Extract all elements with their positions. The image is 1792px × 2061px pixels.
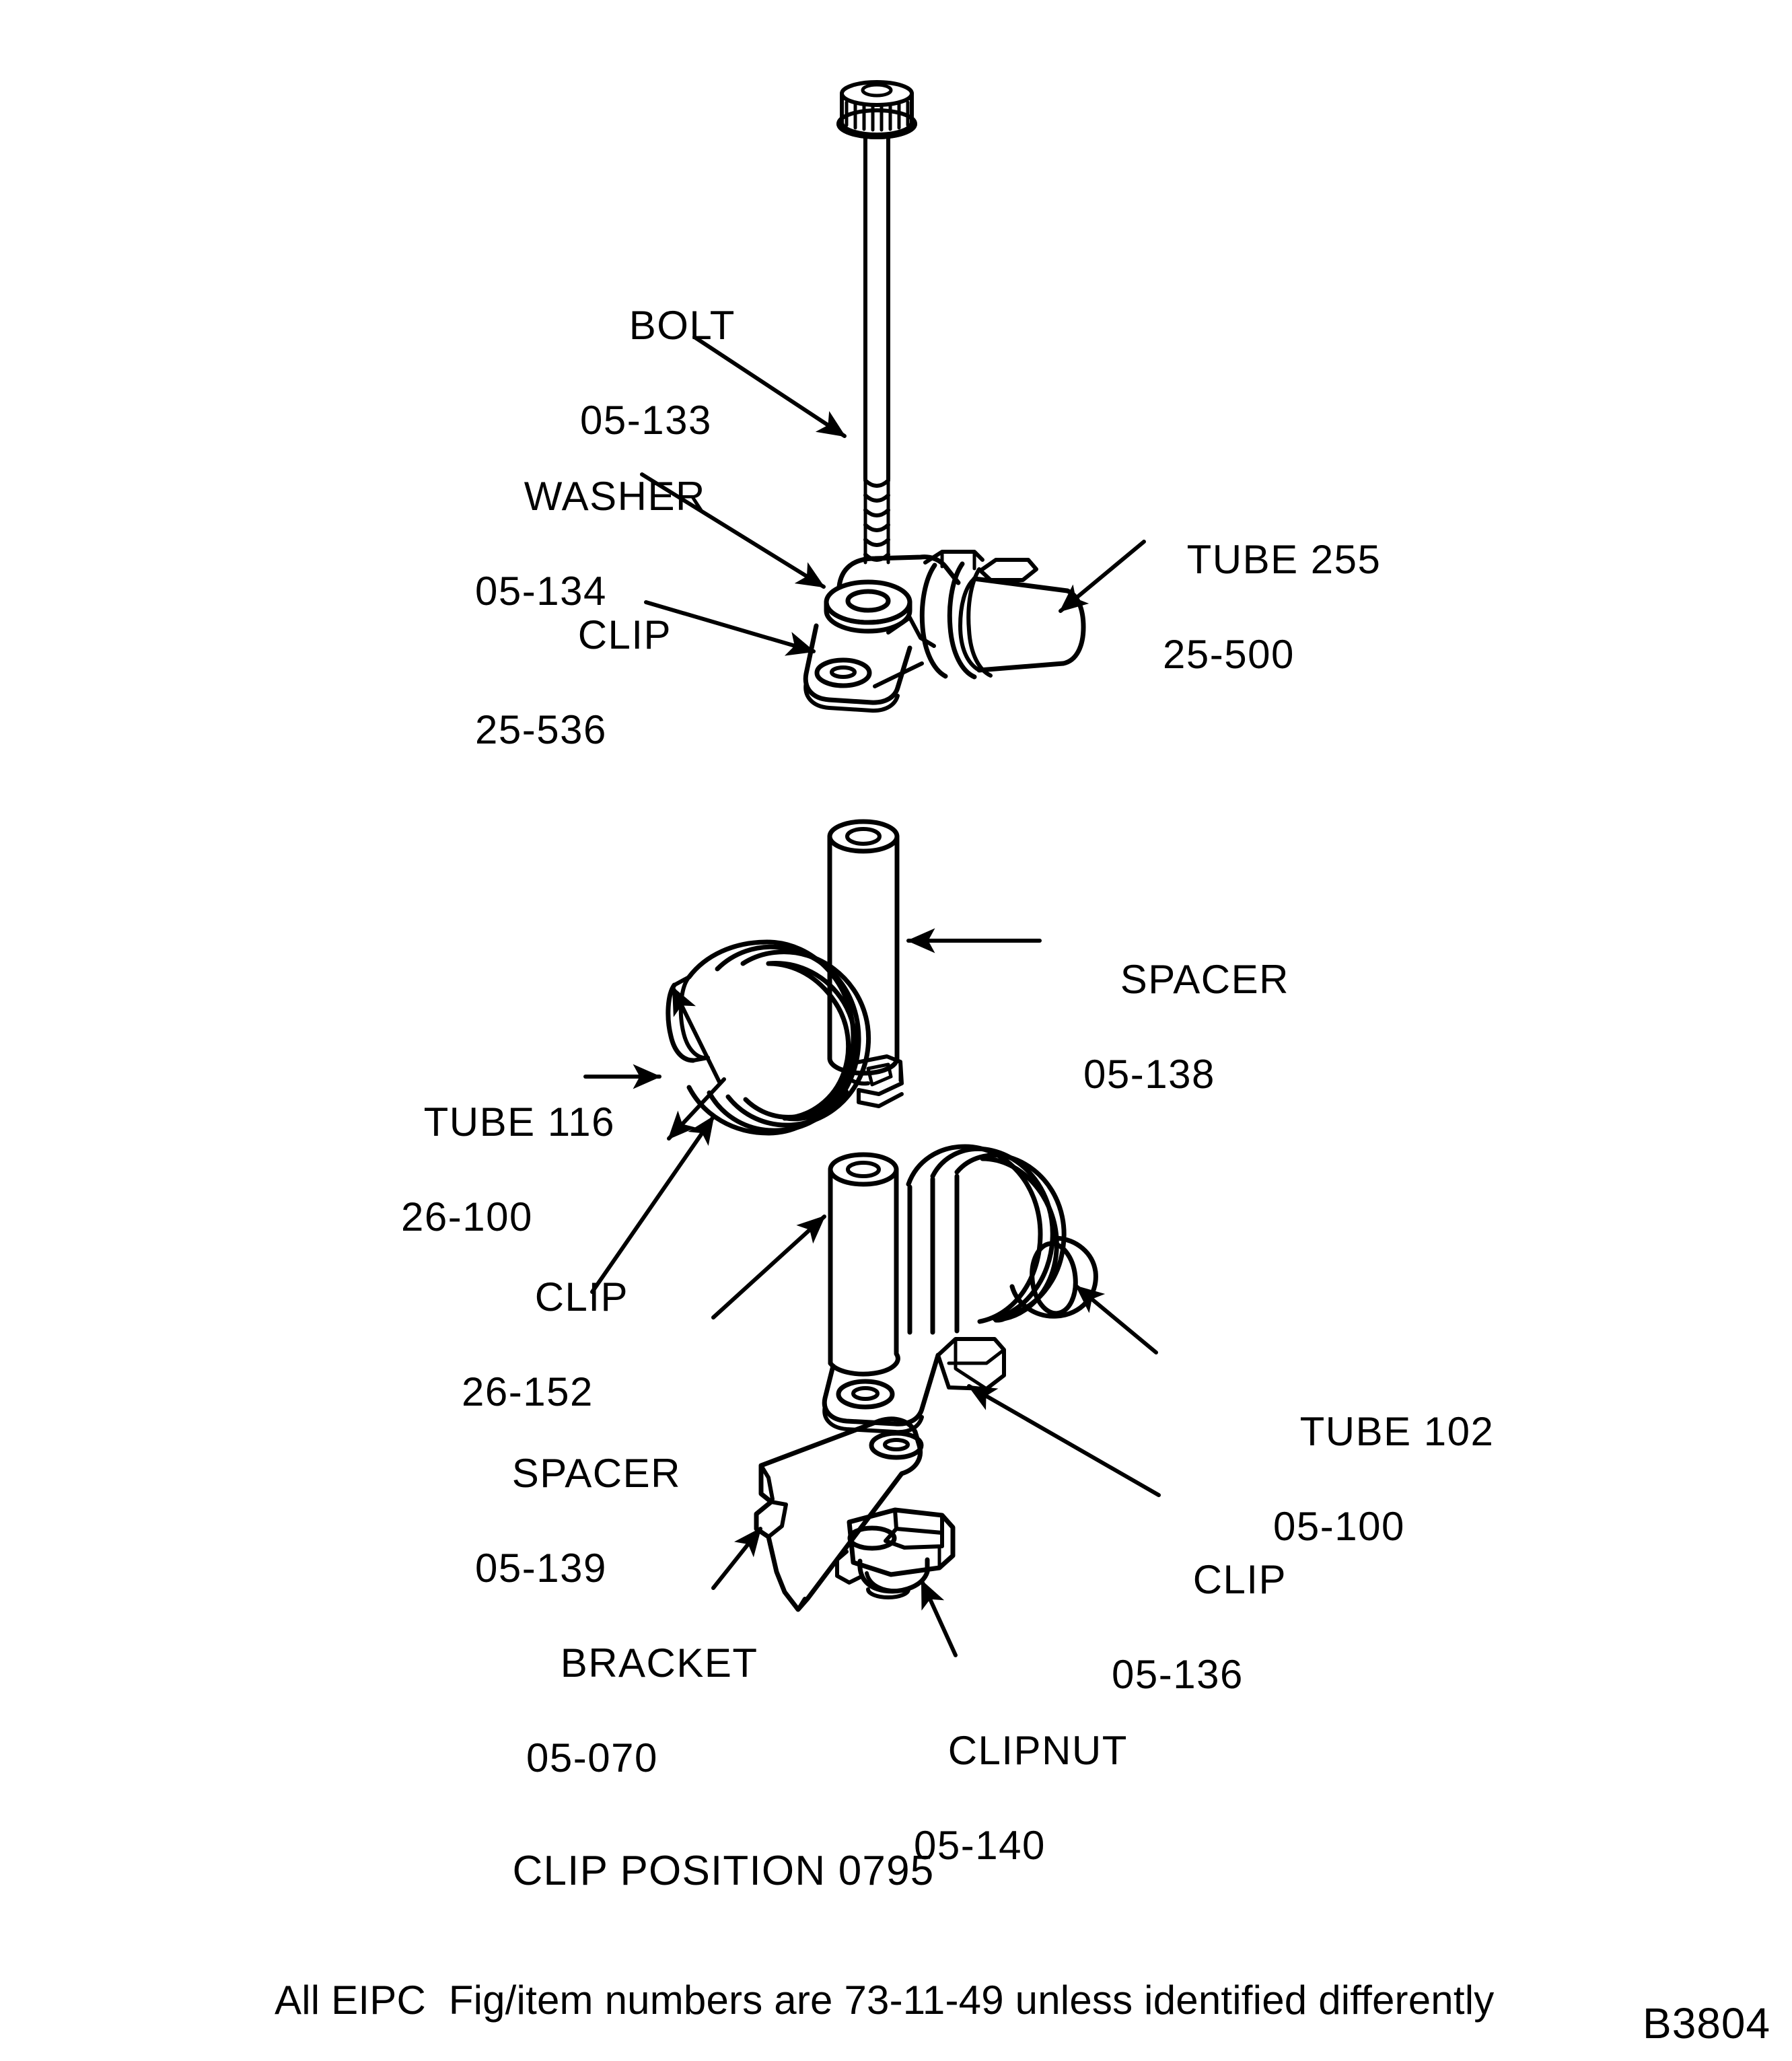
label-clip-25-536-partnumber: 25-536 bbox=[475, 707, 607, 753]
label-clip-26-152-name: CLIP bbox=[534, 1274, 629, 1319]
diagram-caption: CLIP POSITION 0795 bbox=[512, 1848, 935, 1894]
spacer-05-139-part bbox=[828, 1152, 900, 1377]
label-clip-26-152-partnumber: 26-152 bbox=[462, 1369, 594, 1415]
leader-clip-05-136 bbox=[967, 1384, 1161, 1497]
leader-clip-25-536 bbox=[644, 600, 816, 656]
spacer-05-138-part bbox=[827, 819, 900, 1076]
label-bracket-partnumber: 05-070 bbox=[526, 1735, 658, 1781]
label-washer-name: WASHER bbox=[524, 473, 706, 519]
washer-part bbox=[824, 579, 912, 634]
label-washer: WASHER 05-134 bbox=[475, 425, 706, 711]
label-spacer-05-139: SPACER 05-139 bbox=[463, 1402, 681, 1688]
leader-spacer-05-139 bbox=[711, 1215, 826, 1319]
label-clip-26-152: CLIP 26-152 bbox=[462, 1226, 629, 1512]
leader-bolt bbox=[692, 335, 847, 438]
clip-05-136-part bbox=[822, 1144, 1098, 1435]
leader-clipnut bbox=[920, 1579, 958, 1657]
label-clip-05-136-partnumber: 05-136 bbox=[1112, 1652, 1244, 1698]
label-bolt-name: BOLT bbox=[629, 302, 736, 348]
drawing-id: B3804 bbox=[1643, 1999, 1771, 2048]
label-tube-116-name: TUBE 116 bbox=[423, 1099, 615, 1145]
label-spacer-05-139-name: SPACER bbox=[511, 1450, 681, 1496]
label-clipnut: CLIPNUT 05-140 bbox=[899, 1679, 1128, 1965]
label-tube-102: TUBE 102 05-100 bbox=[1252, 1361, 1494, 1647]
leader-clip-26-152-diagonal bbox=[590, 1115, 715, 1294]
clipnut-part bbox=[835, 1507, 956, 1599]
leader-washer bbox=[640, 472, 826, 589]
tube-255-part bbox=[919, 558, 1086, 680]
clip-26-152-part bbox=[666, 939, 904, 1136]
label-spacer-05-138: SPACER 05-138 bbox=[1071, 908, 1289, 1194]
diagram-footnote: All EIPC Fig/item numbers are 73-11-49 u… bbox=[275, 1978, 1495, 2023]
label-tube-255-partnumber: 25-500 bbox=[1163, 632, 1295, 678]
label-tube-116-partnumber: 26-100 bbox=[401, 1194, 533, 1240]
label-clip-25-536: CLIP 25-536 bbox=[475, 564, 672, 850]
leader-lines bbox=[640, 335, 1161, 1657]
label-clip-05-136-name: CLIP bbox=[1192, 1556, 1287, 1602]
label-tube-102-name: TUBE 102 bbox=[1299, 1408, 1495, 1454]
label-spacer-05-138-partnumber: 05-138 bbox=[1083, 1052, 1215, 1097]
label-spacer-05-139-partnumber: 05-139 bbox=[475, 1546, 607, 1591]
leader-bracket bbox=[711, 1527, 762, 1590]
label-bolt: BOLT 05-133 bbox=[580, 254, 736, 540]
label-bolt-partnumber: 05-133 bbox=[580, 398, 712, 443]
leader-tube-102 bbox=[1075, 1285, 1158, 1354]
label-clip-25-536-name: CLIP bbox=[577, 612, 672, 657]
label-clipnut-partnumber: 05-140 bbox=[914, 1823, 1046, 1869]
label-tube-116: TUBE 116 26-100 bbox=[375, 1051, 615, 1337]
label-clip-05-136: CLIP 05-136 bbox=[1112, 1509, 1287, 1795]
label-bracket-name: BRACKET bbox=[560, 1640, 758, 1686]
bracket-part bbox=[754, 1416, 924, 1612]
label-washer-partnumber: 05-134 bbox=[475, 569, 607, 614]
leader-clip-26-152 bbox=[667, 1077, 726, 1141]
clip-25-536-part bbox=[803, 550, 984, 713]
label-tube-255: TUBE 255 25-500 bbox=[1139, 489, 1381, 774]
bolt-part bbox=[836, 80, 917, 565]
leader-tube-116 bbox=[671, 986, 722, 1085]
label-clipnut-name: CLIPNUT bbox=[947, 1727, 1128, 1773]
leader-tube-255 bbox=[1059, 540, 1146, 613]
label-tube-102-partnumber: 05-100 bbox=[1273, 1504, 1405, 1550]
label-spacer-05-138-name: SPACER bbox=[1120, 956, 1289, 1002]
label-bracket: BRACKET 05-070 bbox=[511, 1592, 758, 1878]
label-tube-255-name: TUBE 255 bbox=[1186, 536, 1382, 582]
